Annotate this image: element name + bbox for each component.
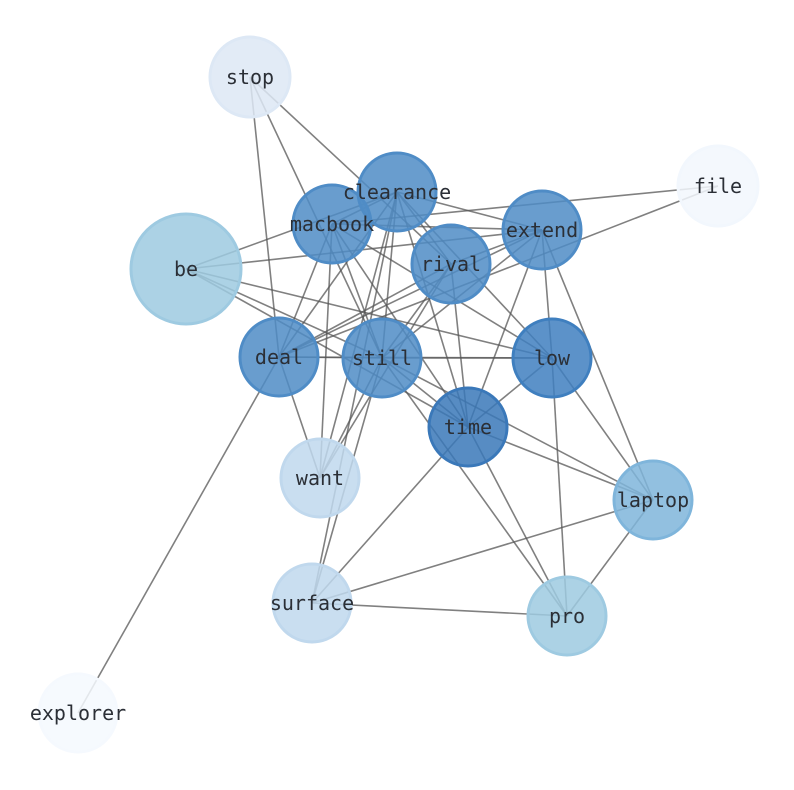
node-deal[interactable] [238,316,320,398]
edge-extend-deal [278,229,543,358]
node-label: want [296,466,344,490]
node-be[interactable] [129,212,243,326]
node-label: still [352,346,412,370]
edge-be-low [185,268,553,359]
edge-deal-explorer [77,356,280,714]
edge-still-laptop [381,357,654,501]
node-label: laptop [617,488,689,512]
nodes-layer [37,35,760,754]
node-label: extend [506,218,578,242]
node-want[interactable] [279,437,361,519]
node-explorer[interactable] [37,672,119,754]
edge-low-pro [551,357,568,617]
edge-macbook-want [319,223,333,479]
edge-surface-pro [311,602,568,617]
node-label: explorer [30,701,126,725]
node-macbook[interactable] [291,183,373,265]
node-label: deal [255,345,303,369]
labels-layer: stop file clearance macbook extend rival be dea… [30,65,742,725]
node-stop[interactable] [208,35,292,119]
node-label: macbook [290,212,374,236]
edge-file-deal [278,185,719,358]
node-file[interactable] [676,144,760,228]
node-rival[interactable] [410,223,492,305]
node-label: low [534,346,571,370]
node-extend[interactable] [501,189,583,271]
node-label: rival [421,252,481,276]
edge-laptop-surface [311,499,654,604]
edge-stop-rival [249,76,452,265]
node-label: clearance [343,180,451,204]
node-laptop[interactable] [612,459,694,541]
node-clearance[interactable] [356,151,438,233]
node-label: time [444,415,492,439]
edge-extend-be [185,229,543,270]
node-time[interactable] [427,386,509,468]
node-label: be [174,257,198,281]
node-label: pro [549,604,585,628]
node-surface[interactable] [271,562,353,644]
edge-still-pro [381,357,568,617]
node-label: file [694,174,742,198]
node-low[interactable] [511,317,593,399]
node-still[interactable] [341,317,423,399]
node-pro[interactable] [526,575,608,657]
node-label: surface [270,591,354,615]
edge-stop-deal [249,76,280,358]
node-label: stop [226,65,274,89]
edge-clearance-time [396,191,469,428]
edge-clearance-surface [311,191,398,604]
edge-extend-laptop [541,229,654,501]
